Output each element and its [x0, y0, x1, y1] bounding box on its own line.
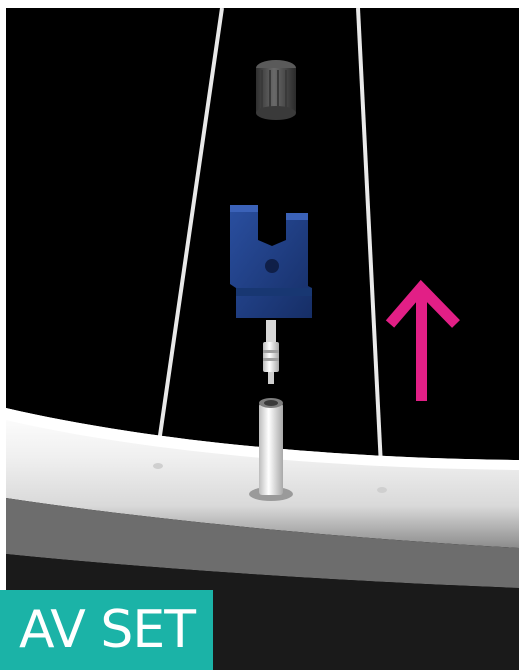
spoke-right	[358, 8, 382, 486]
valve-core-icon	[263, 320, 279, 384]
product-scene	[6, 8, 519, 670]
valve-tool-icon	[230, 205, 312, 318]
arrow-up-icon	[390, 288, 456, 401]
product-label: AV SET	[19, 594, 195, 666]
spoke-left	[156, 8, 222, 463]
scene-illustration	[6, 8, 519, 670]
valve-cap-icon	[256, 60, 296, 120]
